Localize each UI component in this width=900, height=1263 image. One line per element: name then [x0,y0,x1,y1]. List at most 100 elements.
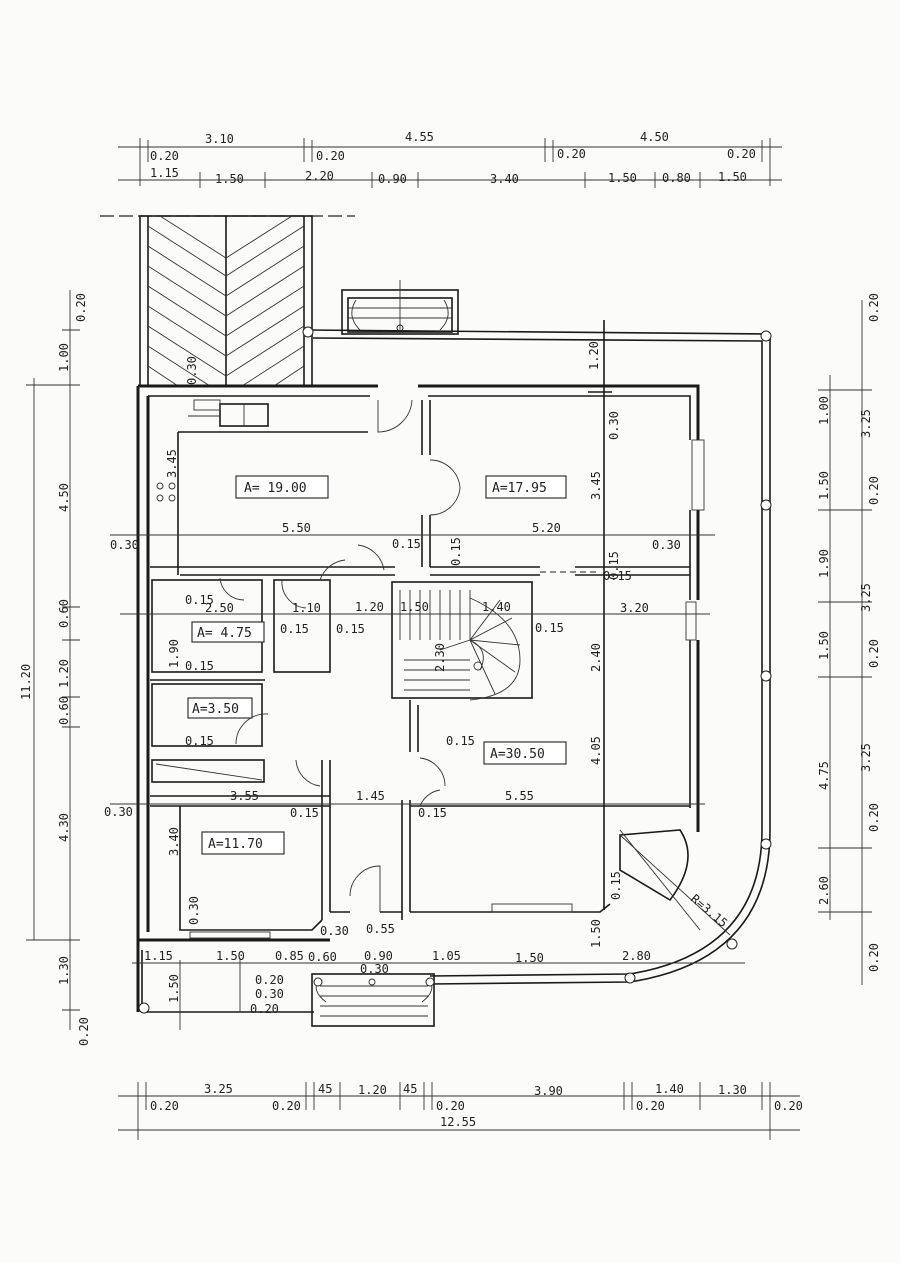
dim-ib-6: 1.50 [515,951,544,965]
dim-top3-1: 1.50 [215,172,244,186]
dim-v-11: 1.50 [589,919,603,948]
dim-v-15: 0.15 [609,871,623,900]
dim-s-15: 0.55 [366,922,395,936]
dim-v-12: 0.30 [187,896,201,925]
dim-v-13: 0.15 [449,537,463,566]
dim-v-2: 1.90 [167,639,181,668]
dim-v-4: 4.05 [589,736,603,765]
dim-bottom1-0: 3.25 [204,1082,233,1096]
room-label-3: A= 4.75 [191,621,265,643]
dim-right-10: 4.75 [817,761,831,790]
room-area-3: A= 4.75 [197,626,252,641]
dim-s-18: 0.30 [255,987,284,1001]
dim-left-3: 11.20 [19,664,33,700]
dim-s-7: 0.15 [290,806,319,820]
dim-s-3: 0.15 [603,569,632,583]
dim-right-8: 0.20 [867,639,881,668]
dim-h1-0: 5.50 [282,521,311,535]
dim-top3-2: 2.20 [305,169,334,183]
dim-right-11: 0.20 [867,803,881,832]
dim-bottom1-1: 45 [318,1082,332,1096]
dim-h3-2: 5.55 [505,789,534,803]
dim-left-7: 4.30 [57,813,71,842]
dim-bottom2-4: 0.20 [774,1099,803,1113]
dim-s-14: 0.30 [320,924,349,938]
dim-left-4: 1.20 [57,659,71,688]
dim-top2-3: 0.20 [727,147,756,161]
dim-bottom1-2: 1.20 [358,1083,387,1097]
dim-v-7: 1.50 [167,974,181,1003]
dim-ib-5: 1.05 [432,949,461,963]
room-area-2: A=17.95 [492,481,547,496]
top-dimension-lines [118,138,782,188]
dim-right-7: 1.50 [817,631,831,660]
dim-s-2: 0.15 [392,537,421,551]
dim-bottom2-2: 0.20 [436,1099,465,1113]
dim-v-1: 3.45 [589,471,603,500]
dim-right-2: 1.00 [817,396,831,425]
dim-bottom2-1: 0.20 [272,1099,301,1113]
room-label-2: A=17.95 [485,475,567,499]
bottom-porch [138,950,435,1027]
left-dimension-lines [26,290,80,1030]
dim-bottom2-0: 0.20 [150,1099,179,1113]
dim-v-3: 2.40 [589,643,603,672]
room-area-5: A=30.50 [490,747,545,762]
dim-h2-0: 2.50 [205,601,234,615]
dim-s-1: 0.30 [104,805,133,819]
dim-v-0: 3.45 [165,449,179,478]
dim-bottom1-5: 1.40 [655,1082,684,1096]
dim-bottom1-3: 45 [403,1082,417,1096]
room-area-4: A=3.50 [192,702,239,717]
dim-s-4: 0.15 [280,622,309,636]
room-label-4: A=3.50 [187,697,253,719]
dim-right-5: 3.25 [859,583,873,612]
dim-s-10: 0.15 [185,659,214,673]
dim-right-6: 1.90 [817,549,831,578]
dim-top1-2: 4.50 [640,130,669,144]
dim-s-6: 0.15 [535,621,564,635]
terrace-railing [302,326,772,985]
dim-s-11: 0.15 [185,734,214,748]
room-area-1: A= 19.00 [244,481,307,496]
dim-s-5: 0.15 [336,622,365,636]
dim-h2-5: 3.20 [620,601,649,615]
dim-top3-3: 0.90 [378,172,407,186]
dim-top2-1: 0.20 [316,149,345,163]
dim-s-12: 0.15 [446,734,475,748]
dim-right-0: 0.20 [867,293,881,322]
room-label-6: A=11.70 [201,831,285,855]
dim-s-17: 0.20 [255,973,284,987]
dim-top1-0: 3.10 [205,132,234,146]
dim-bottom1-6: 1.30 [718,1083,747,1097]
dim-v-10: 0.30 [607,411,621,440]
dim-top1-1: 4.55 [405,130,434,144]
dim-top3-5: 1.50 [608,171,637,185]
top-steps [341,280,459,335]
dim-top2-0: 0.20 [150,149,179,163]
dim-h3-0: 3.55 [230,789,259,803]
dim-h2-2: 1.20 [355,600,384,614]
dim-right-4: 0.20 [867,476,881,505]
dim-top3-7: 1.50 [718,170,747,184]
interior-dimension-lines [110,534,745,1030]
dim-right-3: 1.50 [817,471,831,500]
dim-s-19: 0.20 [250,1002,279,1016]
dim-v-5: 3.40 [167,827,181,856]
bottom-dimension-lines [118,1082,800,1140]
dim-v-9: 2.30 [433,643,447,672]
dim-v-14: 0.15 [607,551,621,580]
dim-s-13: 0.30 [652,538,681,552]
dim-h2-1: 1.10 [292,601,321,615]
dim-top3-6: 0.80 [662,171,691,185]
dim-s-8: 0.15 [418,806,447,820]
room-area-6: A=11.70 [208,837,263,852]
dim-left-5: 0.60 [57,599,71,628]
right-dimension-lines [818,300,872,985]
dim-right-1: 3.25 [859,409,873,438]
dim-h1-1: 5.20 [532,521,561,535]
dim-v-8: 1.20 [587,341,601,370]
room-label-1: A= 19.00 [235,475,329,499]
dim-v-6: 0.30 [185,356,199,385]
